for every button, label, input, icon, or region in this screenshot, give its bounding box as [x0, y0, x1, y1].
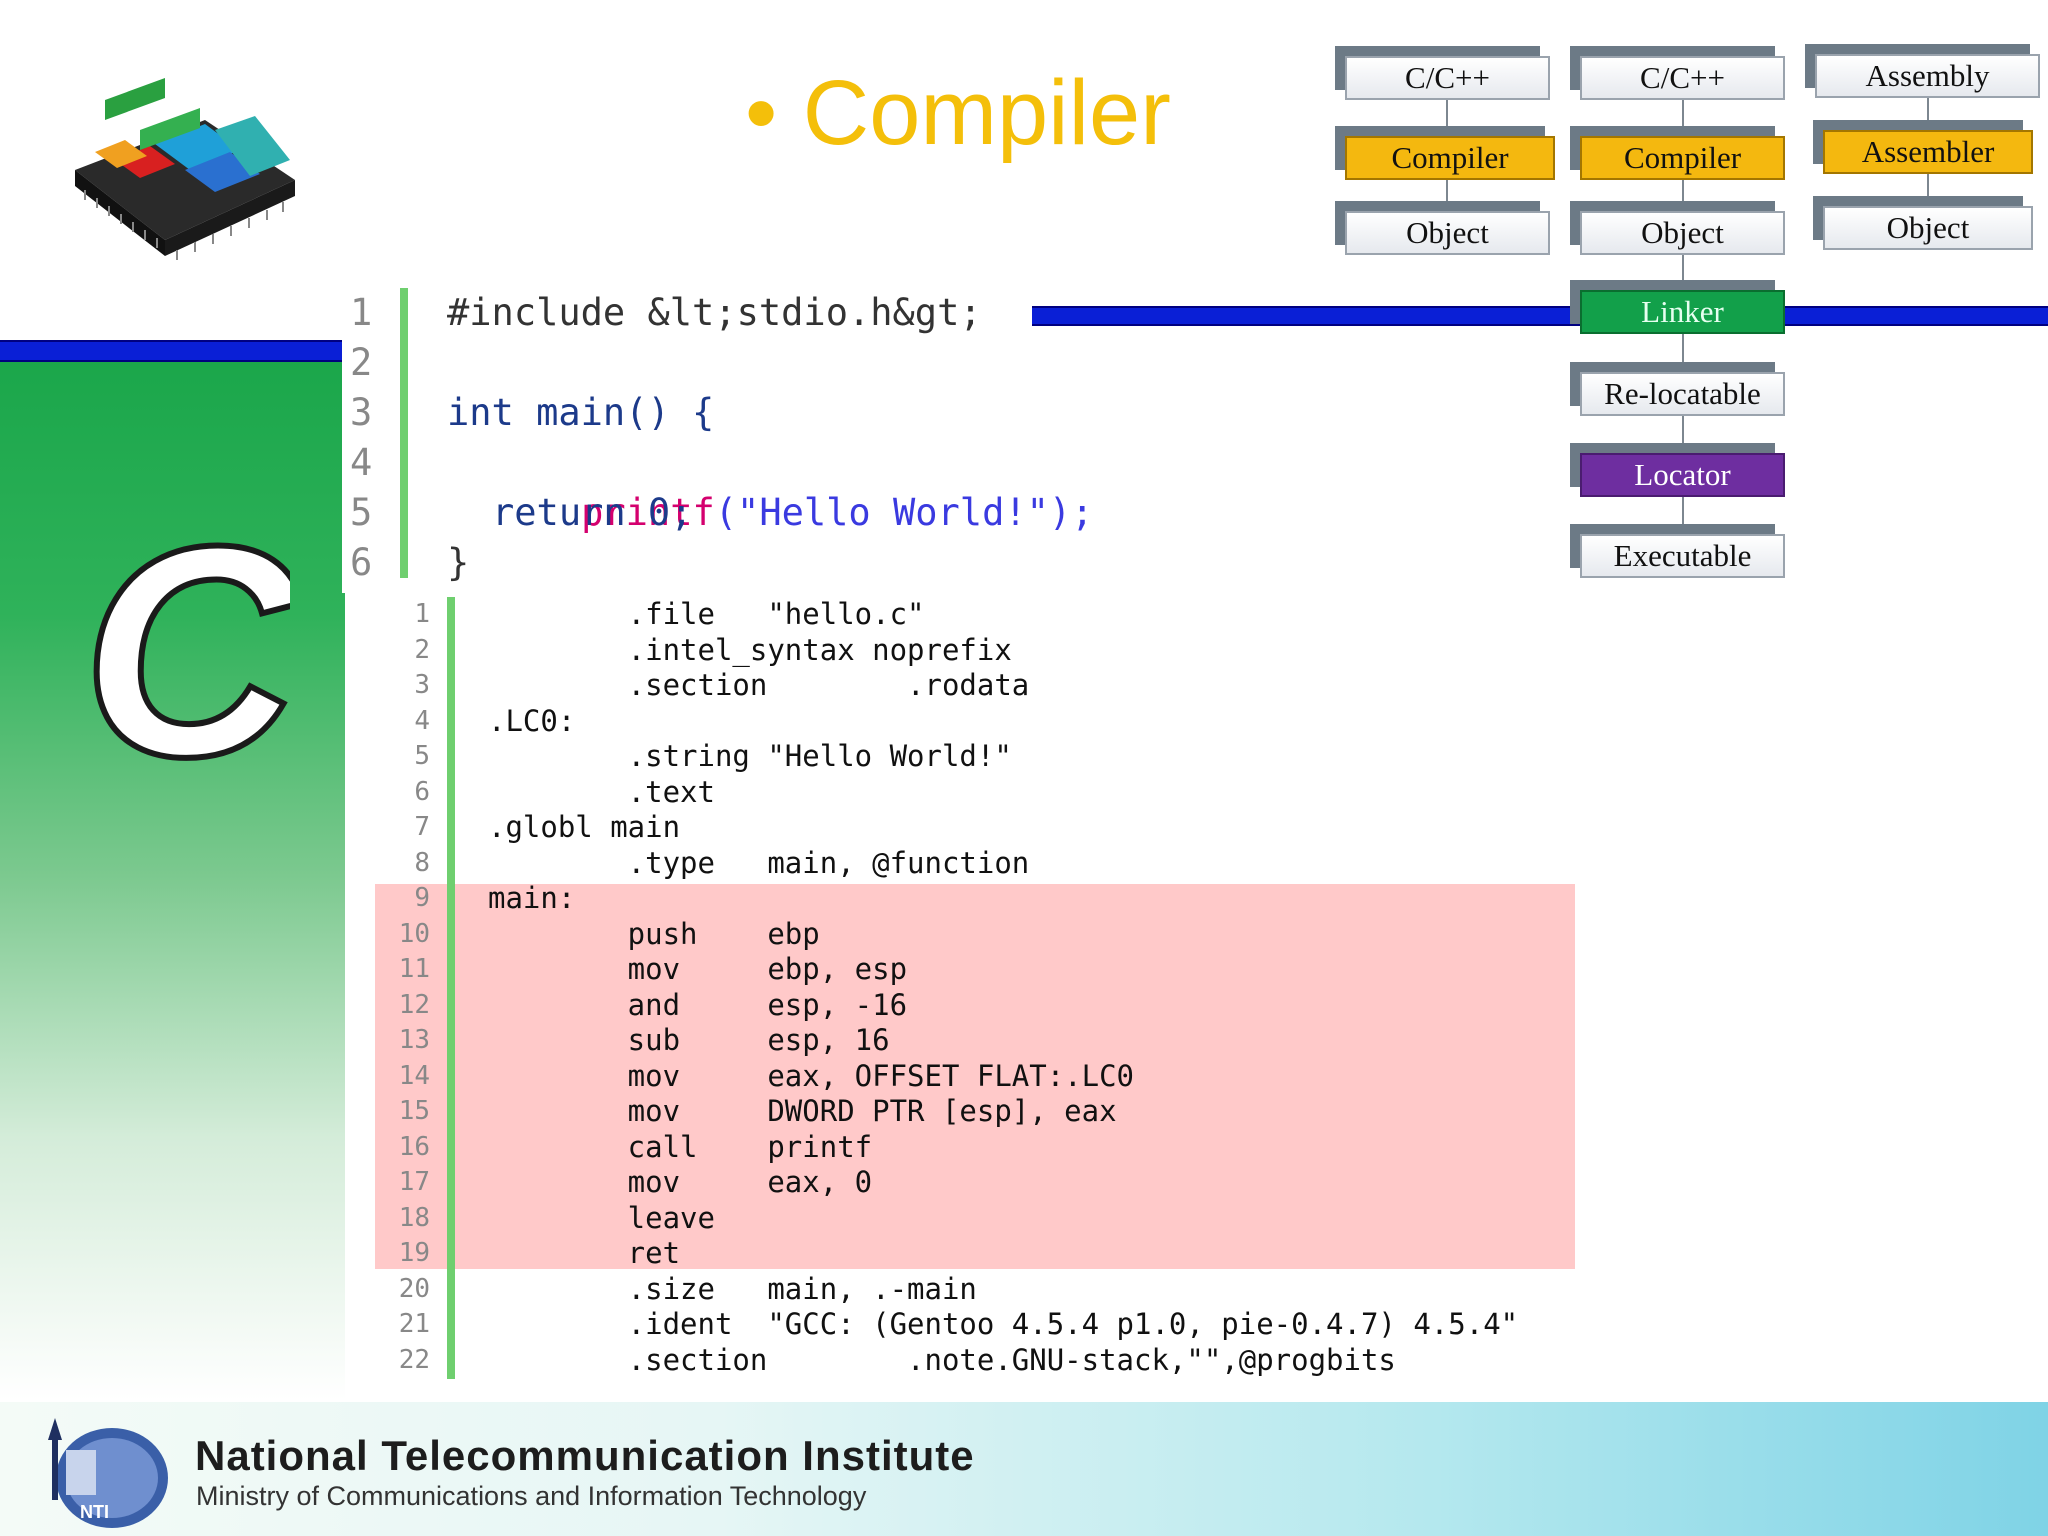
assembly-line: .type main, @function [488, 845, 1030, 880]
line-number: 1 [414, 599, 430, 629]
assembly-line: .file "hello.c" [488, 597, 925, 631]
flow-box-compiler: Compiler [1345, 136, 1555, 180]
c-source-code-panel: 1 2 3 4 5 6 #include &lt;stdio.h&gt; int… [342, 288, 1093, 593]
svg-text:NTI: NTI [80, 1502, 109, 1522]
code-line: #include &lt;stdio.h&gt; [447, 291, 982, 334]
code-line: } [447, 541, 470, 584]
flow-connector [1682, 497, 1684, 533]
blue-divider-right [1032, 306, 2048, 326]
assembly-line: sub esp, 16 [488, 1023, 890, 1057]
flow-box-locator: Locator [1580, 453, 1785, 497]
line-number: 13 [398, 1025, 430, 1055]
blue-divider-left [0, 340, 345, 362]
line-number: 18 [398, 1202, 430, 1233]
line-number: 16 [398, 1131, 430, 1162]
flow-connector [1927, 174, 1929, 206]
ministry-name: Ministry of Communications and Informati… [196, 1481, 867, 1511]
code-line: return 0; [492, 491, 693, 534]
flow-box-linker: Linker [1580, 290, 1785, 334]
footer-band [0, 1402, 2048, 1536]
assembly-line: .intel_syntax noprefix [488, 632, 1012, 667]
assembly-line: mov DWORD PTR [esp], eax [488, 1094, 1117, 1128]
flow-box-relocatable: Re-locatable [1580, 372, 1785, 416]
assembly-line: .LC0: [488, 703, 576, 738]
microchip-image [75, 78, 295, 260]
assembly-line: .string "Hello World!" [488, 739, 1012, 773]
assembly-change-gutter [447, 597, 455, 1379]
line-number: 3 [414, 670, 430, 700]
assembly-line: ret [488, 1236, 681, 1270]
line-number: 4 [414, 705, 430, 736]
code-line: printf("Hello World!"); [492, 438, 1093, 534]
flow-box-cpp-source: C/C++ [1345, 56, 1550, 100]
slide-title: • Compiler [745, 62, 1171, 164]
assembly-line: mov ebp, esp [488, 952, 908, 986]
flow-box-object: Object [1823, 206, 2033, 250]
assembly-line: .globl main [488, 810, 681, 844]
flow-box-cpp-source: C/C++ [1580, 56, 1785, 100]
line-number: 11 [398, 954, 430, 984]
function-args: ("Hello World!"); [714, 491, 1094, 534]
flow-connector [1682, 180, 1684, 210]
line-number: 2 [350, 341, 373, 384]
flow-connector [1446, 180, 1448, 210]
line-number: 14 [398, 1060, 430, 1091]
assembly-line: .section .note.GNU-stack,"",@progbits [488, 1342, 1396, 1377]
assembly-line: and esp, -16 [488, 987, 908, 1022]
line-number: 6 [350, 541, 373, 584]
flow-connector [1682, 255, 1684, 290]
line-number: 22 [398, 1344, 430, 1375]
line-number: 19 [398, 1238, 430, 1268]
assembly-line: push ebp [488, 916, 820, 951]
flow-connector [1682, 100, 1684, 130]
line-number: 10 [398, 918, 430, 949]
flow-connector [1682, 416, 1684, 452]
line-number: 8 [414, 847, 430, 878]
line-number: 21 [398, 1309, 430, 1339]
highlighted-main-function [375, 884, 1575, 1269]
line-number: 4 [350, 441, 373, 484]
flow-connector [1682, 334, 1684, 370]
flow-connector [1927, 98, 1929, 128]
left-gradient-band [0, 352, 345, 1400]
c-language-letter: C [79, 500, 290, 800]
assembly-line: .ident "GCC: (Gentoo 4.5.4 p1.0, pie-0.4… [488, 1307, 1519, 1341]
line-number: 5 [414, 741, 430, 771]
flow-box-object: Object [1345, 211, 1550, 255]
line-number: 15 [398, 1096, 430, 1126]
assembly-line: mov eax, OFFSET FLAT:.LC0 [488, 1058, 1135, 1093]
line-number: 6 [414, 776, 430, 807]
flow-connector [1446, 100, 1448, 130]
line-number: 17 [398, 1167, 430, 1197]
line-number: 2 [414, 634, 430, 665]
assembly-line: leave [488, 1200, 715, 1235]
flow-box-assembler: Assembler [1823, 130, 2033, 174]
flow-box-object: Object [1580, 211, 1785, 255]
assembly-line: call printf [488, 1129, 873, 1164]
line-number: 7 [414, 812, 430, 842]
code-change-gutter [400, 288, 408, 578]
svg-text:C: C [82, 500, 290, 800]
line-number: 20 [398, 1273, 430, 1304]
line-number: 3 [350, 391, 373, 434]
nti-logo: NTI [48, 1418, 168, 1528]
line-number: 1 [350, 291, 373, 334]
line-number: 9 [414, 883, 430, 913]
line-number: 5 [350, 491, 373, 534]
flow-box-compiler: Compiler [1580, 136, 1785, 180]
assembly-line: .section .rodata [488, 668, 1030, 702]
assembly-line: .size main, .-main [488, 1271, 977, 1306]
function-name: printf [581, 491, 715, 534]
assembly-line: .text [488, 774, 715, 809]
institute-name: National Telecommunication Institute [195, 1432, 975, 1479]
assembly-line: main: [488, 881, 576, 915]
flow-box-assembly-source: Assembly [1815, 54, 2040, 98]
assembly-line: mov eax, 0 [488, 1165, 873, 1199]
line-number: 12 [398, 989, 430, 1020]
flow-box-executable: Executable [1580, 534, 1785, 578]
code-line: int main() { [447, 391, 715, 434]
